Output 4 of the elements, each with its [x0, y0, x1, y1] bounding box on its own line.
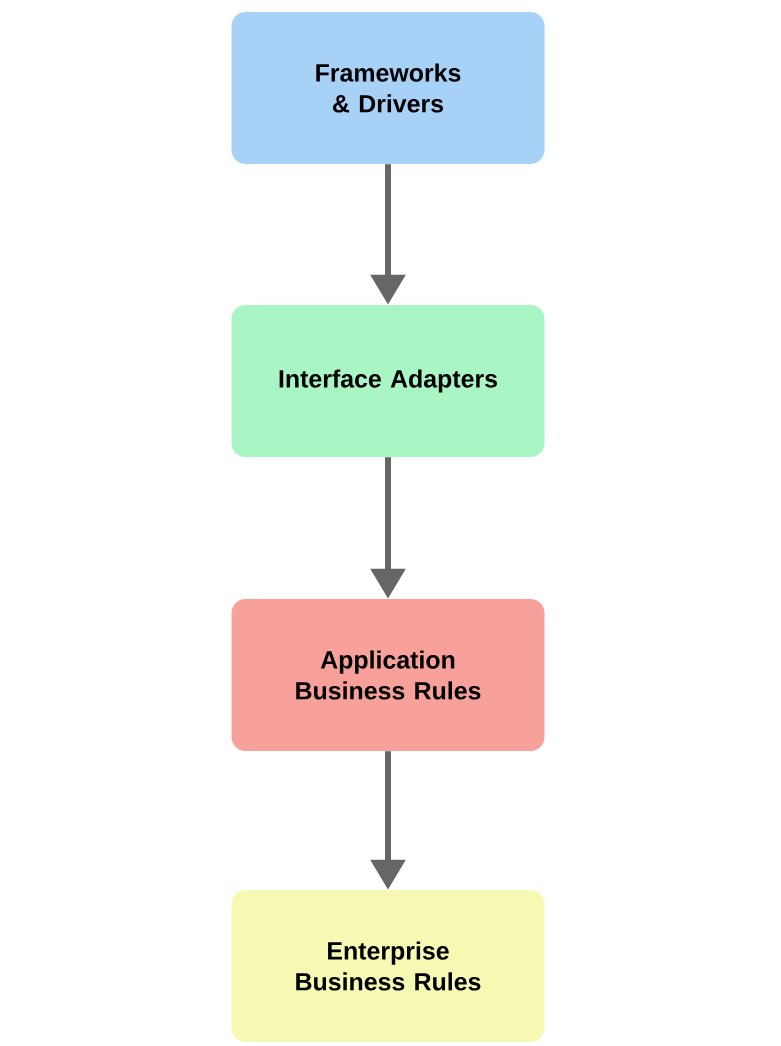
process-box: Interface Adapters — [231, 305, 545, 457]
process-box: Application Business Rules — [231, 599, 545, 751]
process-box: Enterprise Business Rules — [231, 890, 545, 1042]
process-box: Frameworks & Drivers — [231, 12, 545, 164]
